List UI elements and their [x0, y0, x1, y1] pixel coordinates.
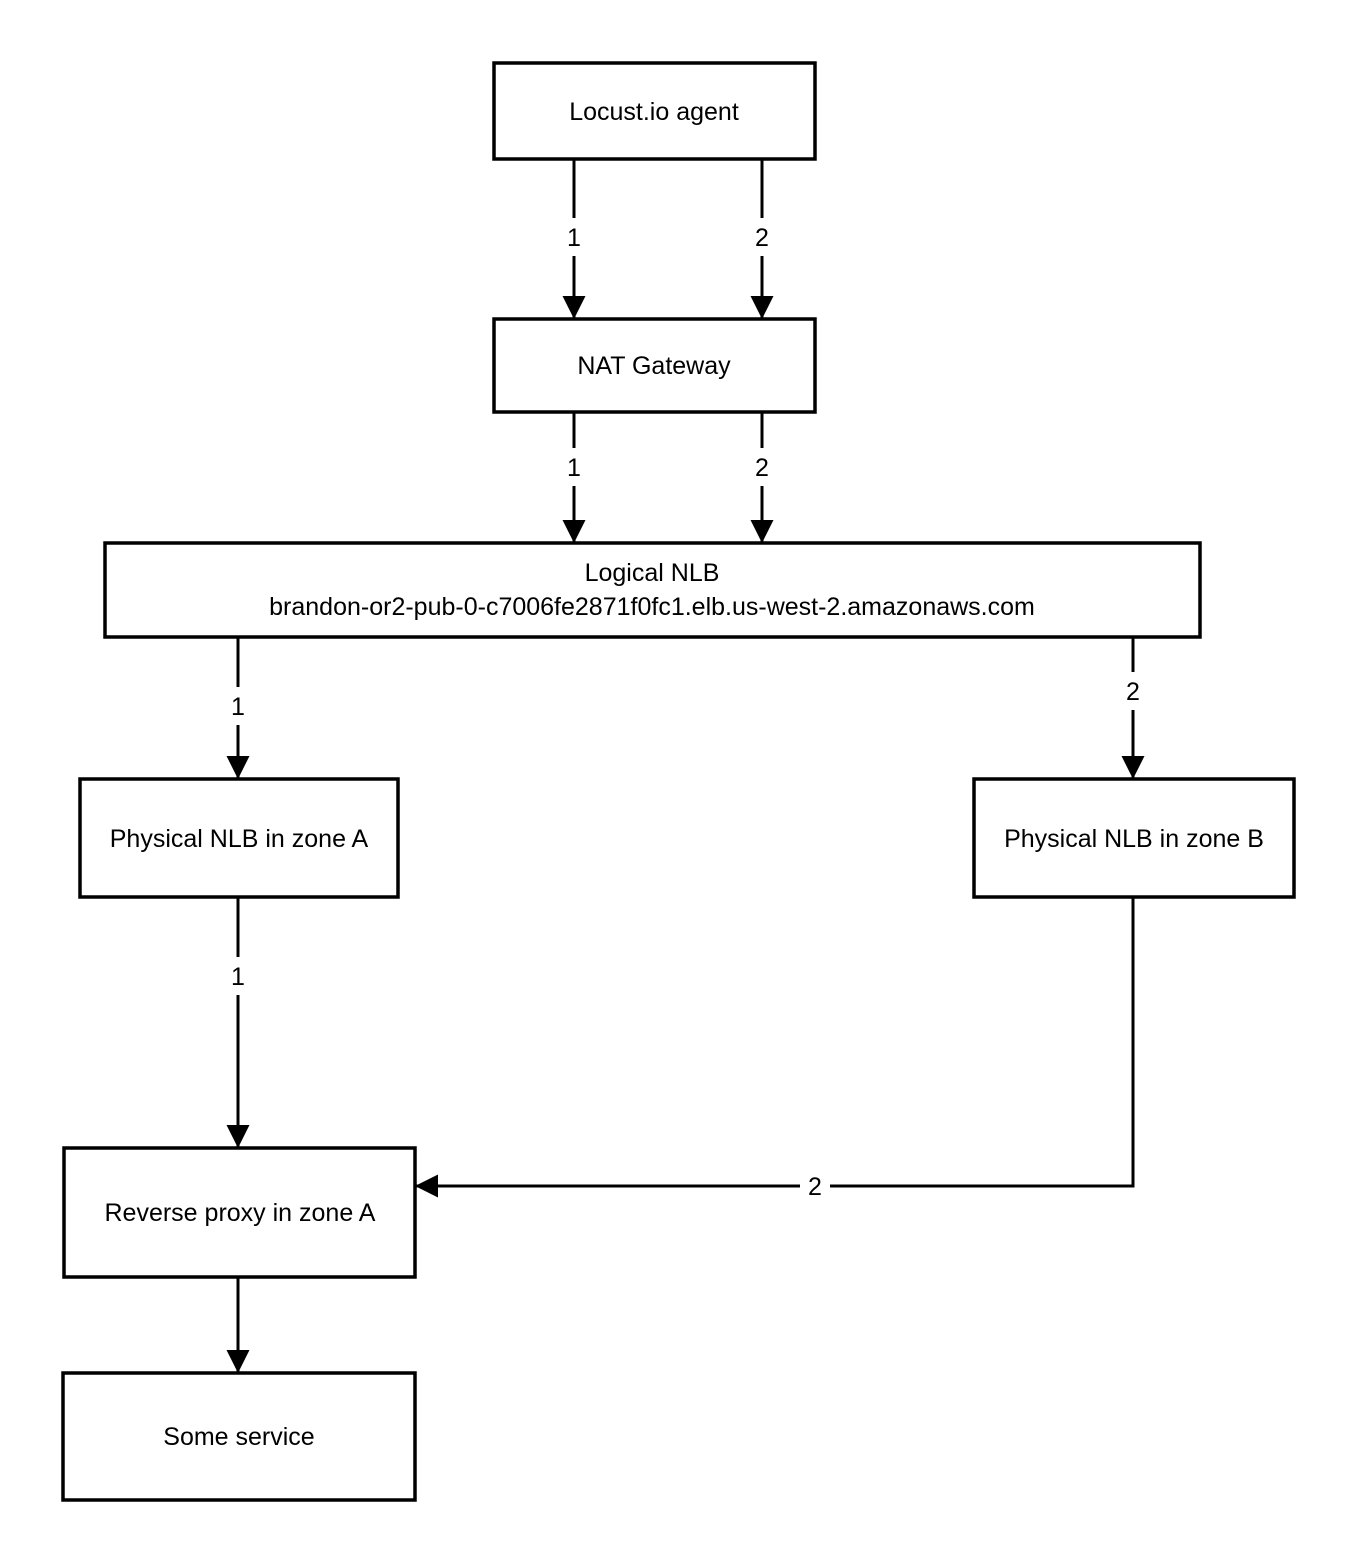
- edge-nlb-zonea-label-bg: [224, 687, 252, 725]
- edge-zoneb-proxy-line: [415, 897, 1135, 1198]
- edge-zonea-proxy-label-bg: [224, 957, 252, 995]
- edges: 1 2 1 2 1 2 1: [224, 159, 1147, 1373]
- node-nat-gateway-box: [492, 317, 817, 414]
- node-locust-agent: Locust.io agent: [492, 61, 817, 161]
- edge-zoneb-proxy-label: 2: [808, 1173, 822, 1201]
- node-physical-nlb-zone-a-label: Physical NLB in zone A: [110, 825, 369, 853]
- node-some-service-label: Some service: [163, 1423, 314, 1451]
- node-locust-agent-box: [492, 61, 817, 161]
- node-logical-nlb-box: [103, 541, 1202, 639]
- edge-locust-nat-2-label: 2: [755, 224, 769, 252]
- edge-nat-nlb-1-label: 1: [567, 454, 581, 482]
- node-physical-nlb-zone-a-box: [78, 777, 400, 899]
- node-physical-nlb-zone-a: Physical NLB in zone A: [78, 777, 400, 899]
- edge-locust-nat-1-label-bg: [560, 218, 588, 256]
- edge-nat-nlb-2-label-bg: [748, 448, 776, 486]
- node-physical-nlb-zone-b-label: Physical NLB in zone B: [1004, 825, 1264, 853]
- edge-locust-nat-1-label: 1: [567, 224, 581, 252]
- node-reverse-proxy-zone-a: Reverse proxy in zone A: [62, 1146, 417, 1279]
- edge-nat-nlb-2-label: 2: [755, 454, 769, 482]
- node-nat-gateway-label: NAT Gateway: [577, 352, 731, 380]
- node-nat-gateway: NAT Gateway: [492, 317, 817, 414]
- node-logical-nlb: Logical NLB brandon-or2-pub-0-c7006fe287…: [103, 541, 1202, 639]
- edge-zoneb-proxy-label-bg: [800, 1168, 830, 1204]
- edge-nlb-zonea-label: 1: [231, 693, 245, 721]
- node-some-service: Some service: [61, 1371, 417, 1502]
- node-physical-nlb-zone-b: Physical NLB in zone B: [972, 777, 1296, 899]
- nodes: Locust.io agent NAT Gateway Logical NLB …: [61, 61, 1296, 1502]
- node-physical-nlb-zone-b-box: [972, 777, 1296, 899]
- edge-locust-nat-2-label-bg: [748, 218, 776, 256]
- node-logical-nlb-label: Logical NLB: [585, 559, 720, 587]
- node-locust-agent-label: Locust.io agent: [569, 98, 739, 126]
- node-reverse-proxy-zone-a-label: Reverse proxy in zone A: [105, 1199, 376, 1227]
- node-logical-nlb-dns-label: brandon-or2-pub-0-c7006fe2871f0fc1.elb.u…: [269, 593, 1035, 621]
- edge-nlb-zoneb-label-bg: [1119, 672, 1147, 710]
- edge-nlb-zoneb-label: 2: [1126, 678, 1140, 706]
- node-some-service-box: [61, 1371, 417, 1502]
- edge-zonea-proxy-label: 1: [231, 963, 245, 991]
- node-reverse-proxy-zone-a-box: [62, 1146, 417, 1279]
- edge-nat-nlb-1-label-bg: [560, 448, 588, 486]
